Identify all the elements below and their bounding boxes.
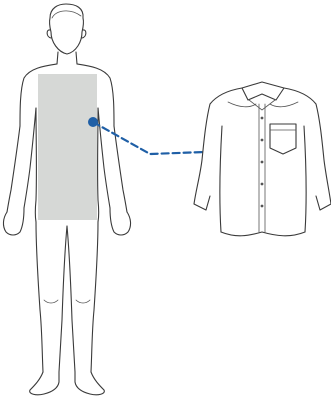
dress-shirt-icon [194, 82, 331, 236]
measurement-marker [88, 117, 98, 127]
measurement-connector [88, 117, 205, 154]
measurement-area [38, 74, 97, 220]
